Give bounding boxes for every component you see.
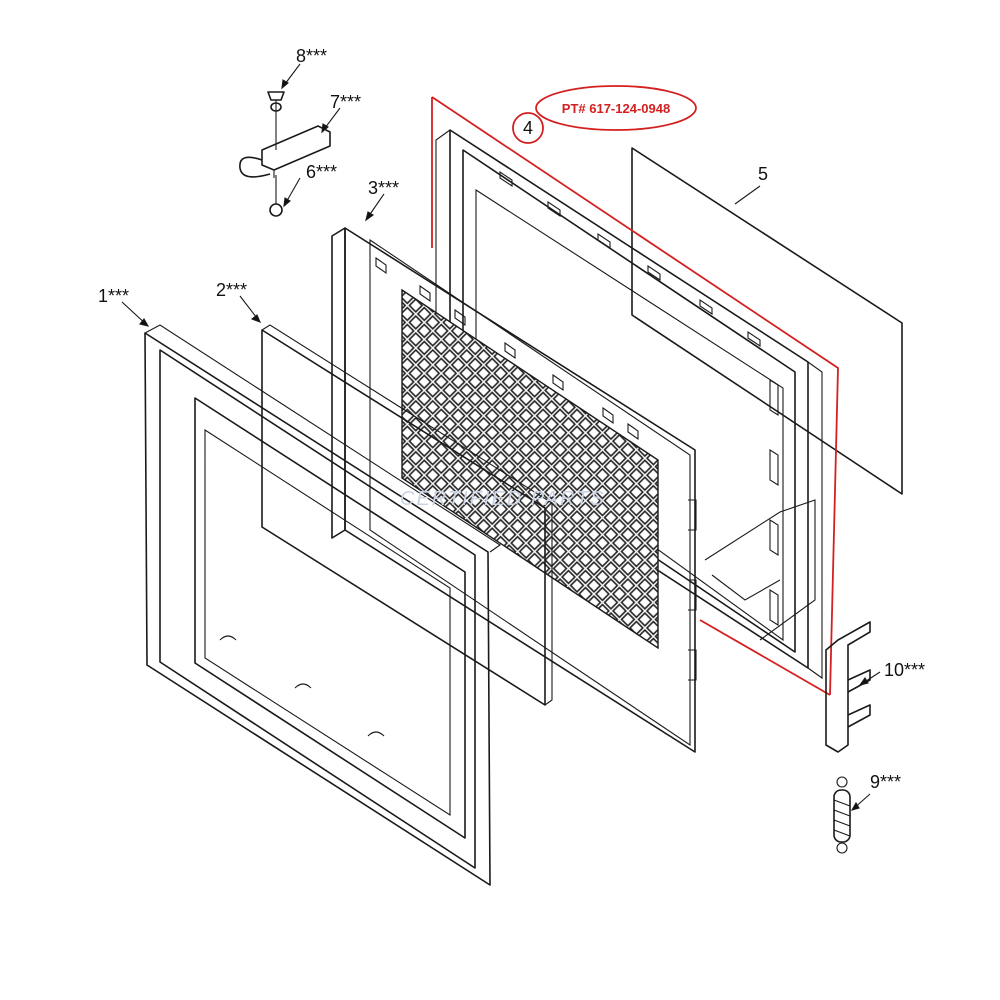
part-1-outer-frame — [144, 324, 501, 886]
part-8-screw — [267, 91, 285, 150]
leader-lines — [121, 63, 881, 811]
label-part-4: 4 — [523, 118, 533, 138]
part-number-callout: PT# 617-124-0948 — [535, 85, 697, 131]
part-4-highlight-outline — [431, 96, 839, 696]
label-part-9: 9*** — [870, 772, 901, 792]
label-part-10: 10*** — [884, 660, 925, 680]
label-part-8: 8*** — [296, 46, 327, 66]
part-5-sheet — [631, 147, 903, 495]
part-4-callout: 4 — [512, 112, 544, 144]
label-part-3: 3*** — [368, 178, 399, 198]
part-7-hinge-bracket — [239, 125, 331, 178]
part-4-inner-frame — [435, 129, 823, 680]
part-2-screen — [261, 324, 553, 706]
part-6-nut — [269, 175, 283, 217]
part-3-mesh-panel — [331, 227, 697, 753]
label-part-1: 1*** — [98, 286, 129, 306]
label-part-2: 2*** — [216, 280, 247, 300]
label-part-5: 5 — [758, 164, 768, 184]
part-10-latch — [825, 621, 871, 753]
part-9-spring — [833, 776, 851, 854]
watermark-text: CERTIFIED PARTS — [400, 488, 606, 510]
label-part-6: 6*** — [306, 162, 337, 182]
part-number-text: PT# 617-124-0948 — [562, 101, 670, 116]
label-part-7: 7*** — [330, 92, 361, 112]
